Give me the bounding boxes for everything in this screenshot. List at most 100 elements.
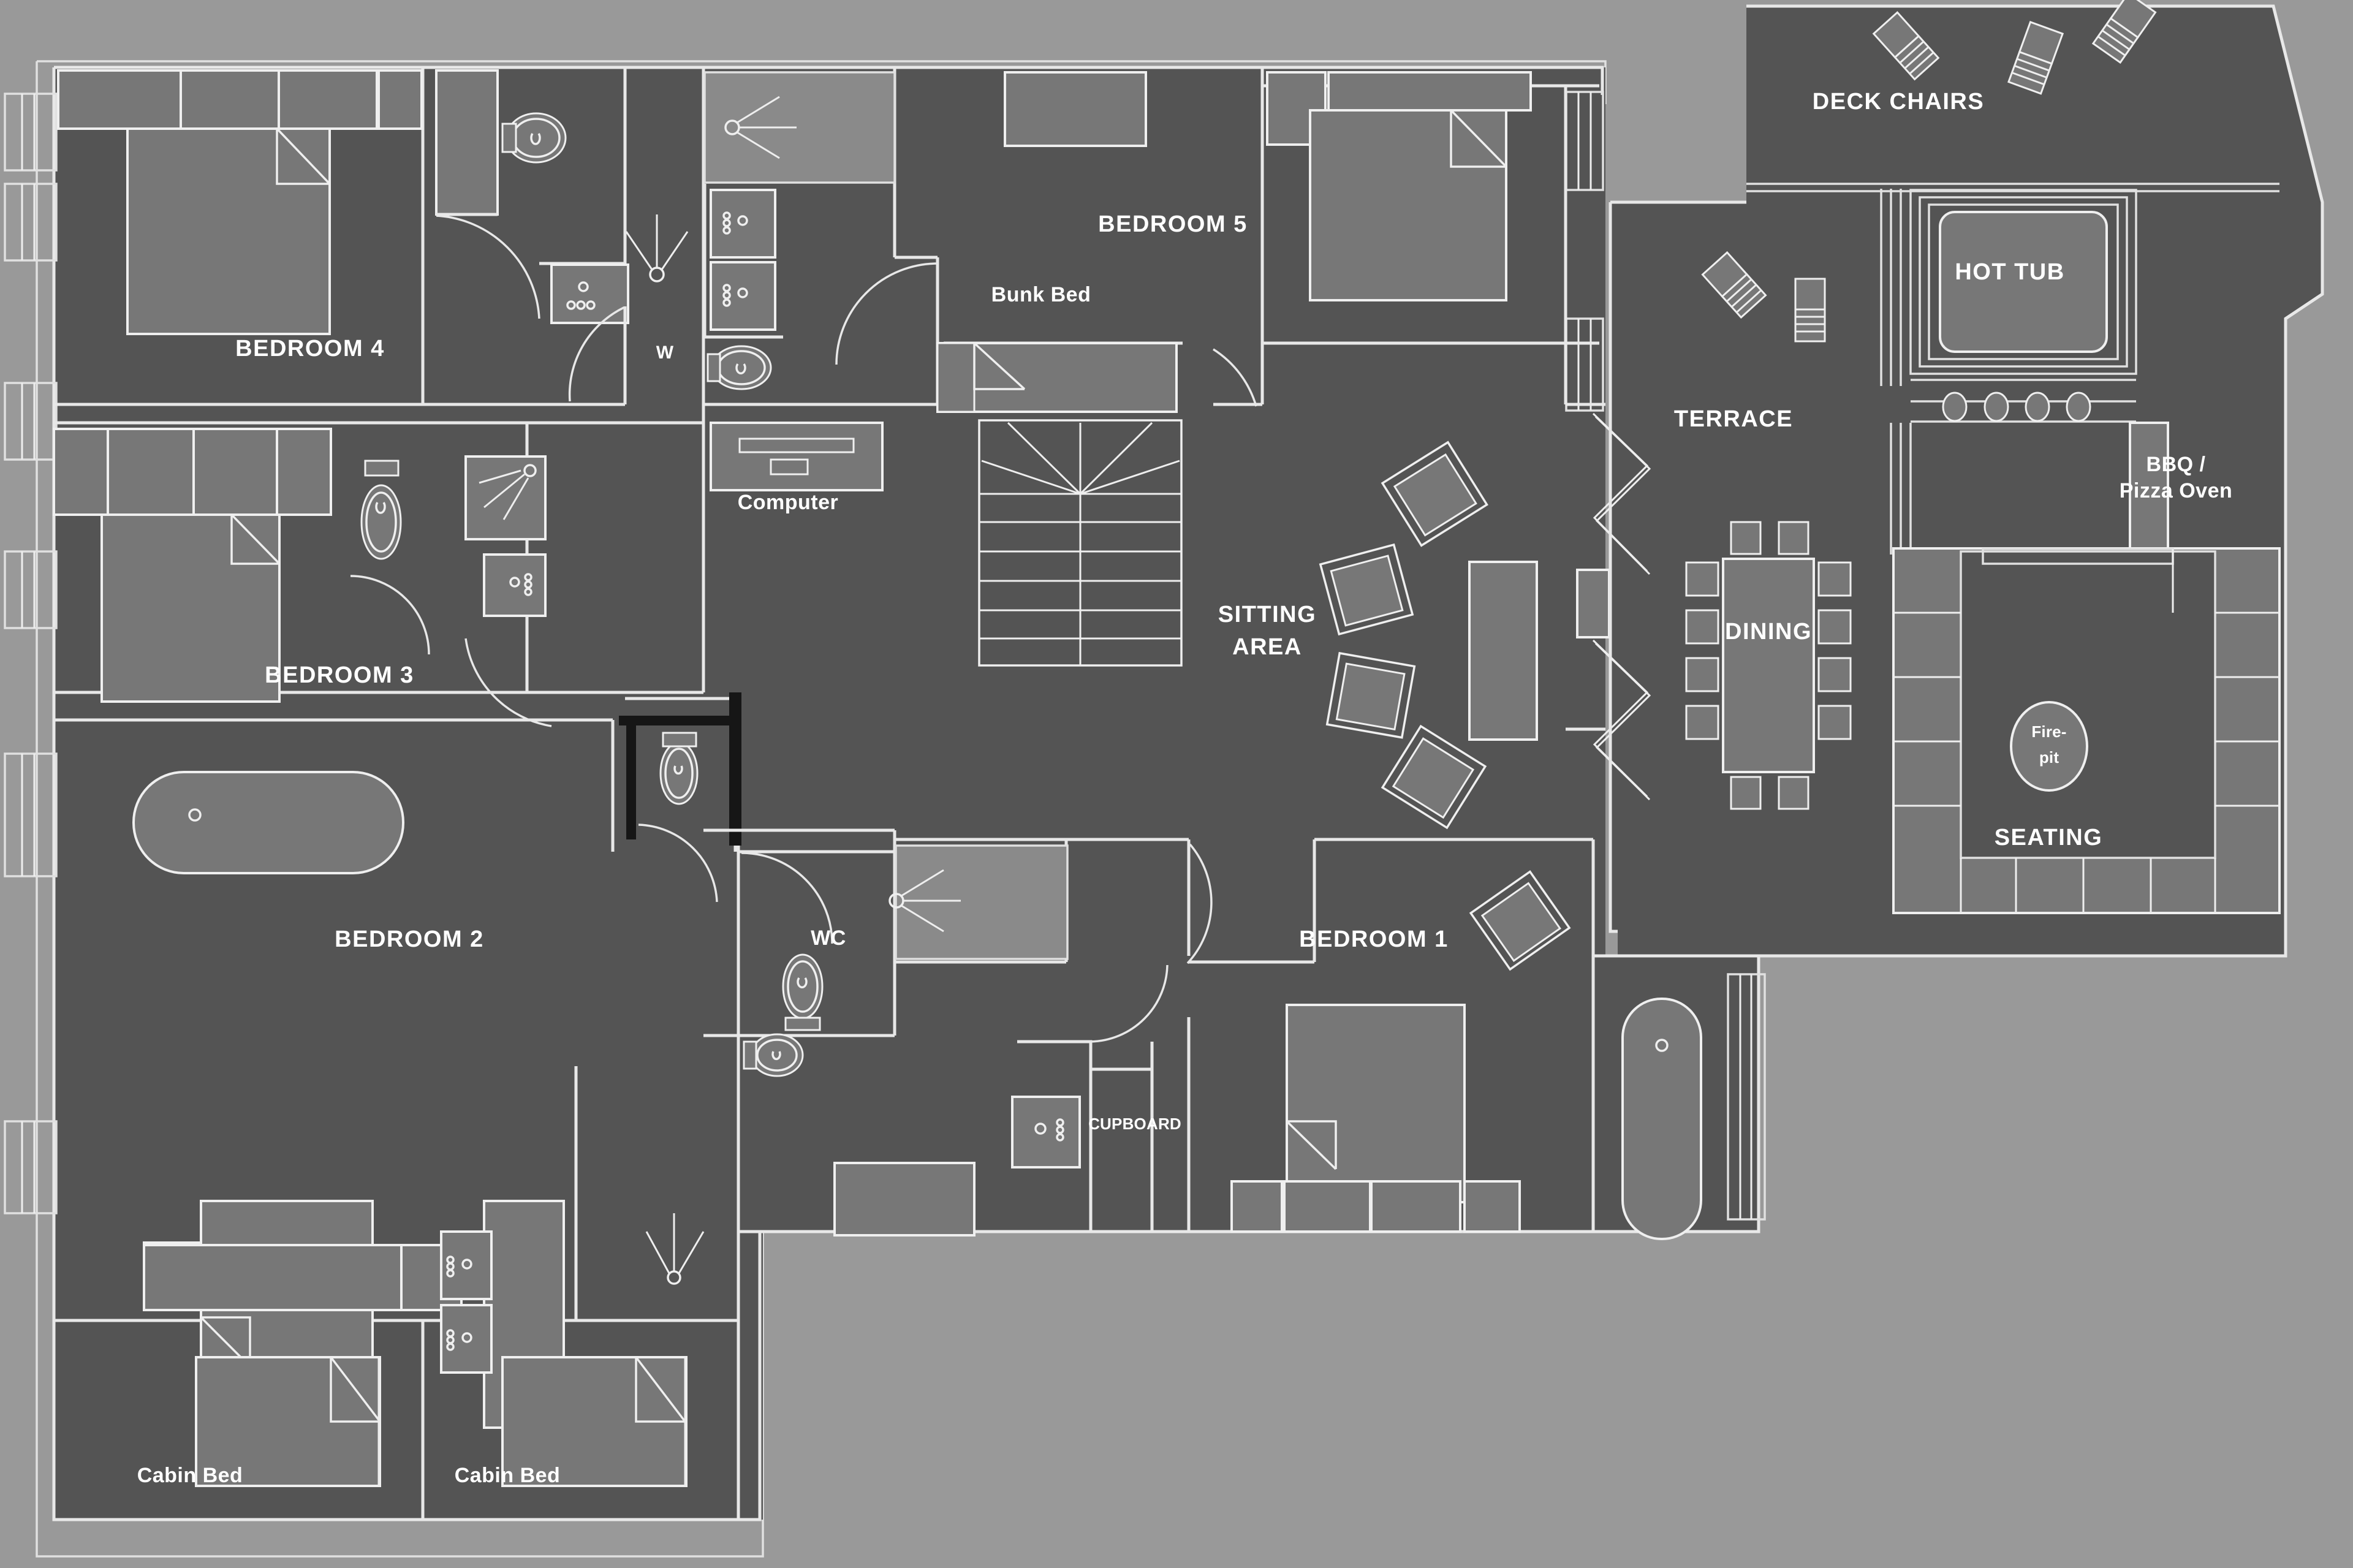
bench [1283,1180,1371,1233]
label-wc: WC [811,926,846,950]
window-right-3 [1727,973,1766,1221]
wardrobe-unit [57,69,182,130]
dining-chair [1730,776,1762,810]
label-sitting-area-line1: SITTING [1218,602,1316,627]
outdoor-seating [1892,547,2281,914]
utility-sink-units [703,184,783,339]
label-seating: SEATING [1995,825,2103,850]
armchair [1319,543,1414,636]
double-bed [1309,109,1507,301]
label-bedroom5: BEDROOM 5 [1098,211,1248,237]
headboard [192,428,278,516]
computer-desk [710,422,884,491]
internal-walls [54,67,1759,1520]
label-sitting-area-line2: AREA [1232,634,1302,660]
wardrobe-unit [107,428,195,516]
bedroom5-furniture [835,71,1532,413]
armchair [1469,870,1571,971]
terrace-boundary [1608,183,2279,933]
deck-chair [1794,278,1826,343]
headboard [1327,71,1532,112]
dining-chair [1778,521,1809,555]
dining-chair [1685,561,1719,597]
label-bbq-line2: Pizza Oven [2120,479,2233,502]
label-wardrobe: W [656,343,674,363]
label-cabin-bed-1: Cabin Bed [137,1464,243,1487]
wc-pan-icon [707,345,772,390]
shower-icon-mid [889,869,961,933]
ensuite-bedroom4 [501,112,629,324]
label-bedroom2: BEDROOM 2 [335,926,484,952]
dining-chair [1817,657,1852,692]
sitting-area-furniture [1319,441,1538,830]
wc-pan-icon [501,112,567,164]
label-bedroom1: BEDROOM 1 [1299,926,1449,952]
dining-chair [1685,609,1719,645]
window-left-3 [4,382,58,461]
sink-unit [710,189,776,259]
window-left-2 [4,183,58,262]
bedside-table [276,428,332,516]
dining-chair [1730,521,1762,555]
label-deck-chairs: DECK CHAIRS [1813,89,1984,115]
dining-chair [1817,609,1852,645]
upper-mid-ensuite [638,732,718,903]
bedside-table [1230,1180,1283,1233]
bedroom4-furniture [57,69,540,335]
label-dining: DINING [1725,619,1812,645]
vanity-unit [440,1304,493,1374]
bunk-ladder [936,342,976,413]
shower-icon [645,1213,705,1285]
wardrobe-unit [180,69,280,130]
label-terrace: TERRACE [1674,406,1793,432]
dining-chair [1685,657,1719,692]
label-fire-pit-line2: pit [2039,748,2059,767]
fire-pit [2010,701,2088,792]
wardrobe-and-wc-upper [568,306,772,404]
label-cabin-bed-2: Cabin Bed [455,1464,561,1487]
wc-pan-icon [360,460,402,560]
armchair [1325,651,1416,739]
freestanding-bath [1621,998,1702,1240]
bedroom1-furniture [1186,843,1702,1240]
label-bedroom3: BEDROOM 3 [265,662,414,688]
vanity-unit [1011,1096,1081,1168]
label-bedroom4: BEDROOM 4 [235,336,385,362]
coffee-table [1468,561,1538,741]
deck-chairs-terrace [1701,251,1826,343]
armchair [1381,724,1487,830]
bedside-table [278,69,378,130]
bbq-pizza-oven [2129,422,2169,553]
bedroom3-furniture [53,428,332,703]
wc-room [741,852,833,1077]
bench [143,1244,403,1311]
wardrobe-unit [1004,71,1147,147]
label-cupboard: CUPBOARD [1088,1115,1181,1133]
armchair [1381,441,1488,547]
wardrobe-unit [53,428,109,516]
dining-set [1685,521,1852,810]
right-exterior-windows [1565,91,1766,1221]
dining-chair [1817,561,1852,597]
dining-table [1722,558,1815,773]
label-bunk-bed: Bunk Bed [991,283,1091,306]
bifold-doors [1576,412,1651,801]
bedside-table [1463,1180,1521,1233]
dining-chair [1685,705,1719,740]
basin-icon [743,1033,804,1077]
label-fire-pit-line1: Fire- [2031,722,2066,741]
label-bbq-line1: BBQ / [2146,453,2206,476]
vanity-unit [550,263,629,324]
cabin-beds [195,1356,688,1487]
bedside-table [377,69,423,130]
light-wall-bands [703,71,1069,960]
deck-chairs-top [1872,0,2157,95]
left-exterior-windows [4,93,58,1214]
dining-chair [1817,705,1852,740]
double-bed [100,513,281,703]
hot-tub [1880,189,2137,555]
wc-pan-icon [659,732,699,805]
shower-icon-top [724,96,797,159]
shower-icon-wardrobe-corridor [625,214,689,282]
